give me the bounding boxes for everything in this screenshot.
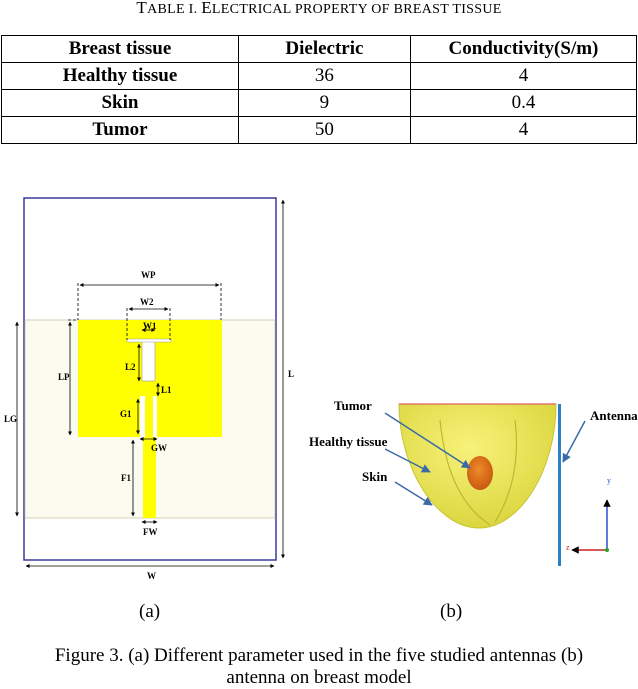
table-row: Skin 9 0.4: [1, 89, 638, 117]
table-row: Tumor 50 4: [1, 116, 638, 144]
cell-conductivity: 4: [409, 62, 638, 90]
subcaption-b: (b): [440, 601, 463, 622]
label-w2: W2: [140, 297, 154, 307]
feed-line: [143, 437, 156, 518]
healthy-tissue-arrow: [384, 448, 431, 473]
tumor: [467, 456, 493, 490]
label-w1: W1: [143, 321, 157, 331]
subcaption-a: (a): [139, 601, 161, 622]
cell-tissue: Healthy tissue: [1, 62, 239, 90]
header-dielectric: Dielectric: [237, 35, 411, 63]
label-w: W: [147, 571, 156, 581]
cell-conductivity: 0.4: [409, 89, 638, 117]
table-title: TABLE I. ELECTRICAL PROPERTY OF BREAST T…: [136, 0, 502, 17]
figure-caption-line2: antenna on breast model: [226, 667, 412, 688]
label-gw: GW: [151, 443, 167, 453]
tumor-arrow: [384, 412, 471, 469]
figure-3: WP W2 W1 L2 L1 LP G1 GW F1 FW LG L W Tum…: [4, 197, 638, 581]
header-conductivity: Conductivity(S/m): [409, 35, 638, 63]
label-l1: L1: [161, 385, 172, 395]
label-lp: LP: [58, 372, 70, 382]
antenna-geometry-diagram: WP W2 W1 L2 L1 LP G1 GW F1 FW LG L W: [4, 197, 294, 581]
axis-z-label: z: [566, 543, 570, 552]
healthy-tissue-band: [439, 419, 491, 526]
label-fw: FW: [143, 527, 158, 537]
label-lg: LG: [4, 414, 17, 424]
label-l: L: [288, 369, 294, 379]
axis-origin: [605, 548, 609, 552]
antenna-arrow: [562, 420, 586, 463]
table-header-row: Breast tissue Dielectric Conductivity(S/…: [1, 35, 638, 63]
table-row: Healthy tissue 36 4: [1, 62, 638, 90]
label-l2: L2: [125, 362, 136, 372]
label-tumor: Tumor: [334, 398, 372, 413]
cell-dielectric: 9: [237, 89, 411, 117]
breast-model-diagram: Tumor Healthy tissue Skin Antenna y z: [309, 398, 638, 566]
patch-slot: [141, 339, 156, 382]
gap-strip: [145, 396, 153, 437]
electrical-property-table: Breast tissue Dielectric Conductivity(S/…: [1, 35, 638, 144]
antenna-strip: [558, 404, 561, 566]
label-antenna: Antenna: [590, 408, 638, 423]
label-healthy-tissue: Healthy tissue: [309, 434, 388, 449]
label-g1: G1: [120, 409, 132, 419]
axis-y-label: y: [607, 476, 611, 485]
cell-tissue: Skin: [1, 89, 239, 117]
skin-arrow: [394, 481, 433, 506]
label-f1: F1: [121, 473, 131, 483]
cell-dielectric: 50: [237, 116, 411, 144]
skin-curve: [494, 419, 518, 523]
label-skin: Skin: [362, 469, 388, 484]
label-wp: WP: [141, 270, 156, 280]
cell-dielectric: 36: [237, 62, 411, 90]
cell-tissue: Tumor: [1, 116, 239, 144]
slot-stub: [126, 338, 172, 343]
cell-conductivity: 4: [409, 116, 638, 144]
figure-caption-line1: Figure 3. (a) Different parameter used i…: [54, 645, 584, 666]
figure-caption: Figure 3. (a) Different parameter used i…: [0, 645, 638, 689]
header-breast-tissue: Breast tissue: [1, 35, 239, 63]
